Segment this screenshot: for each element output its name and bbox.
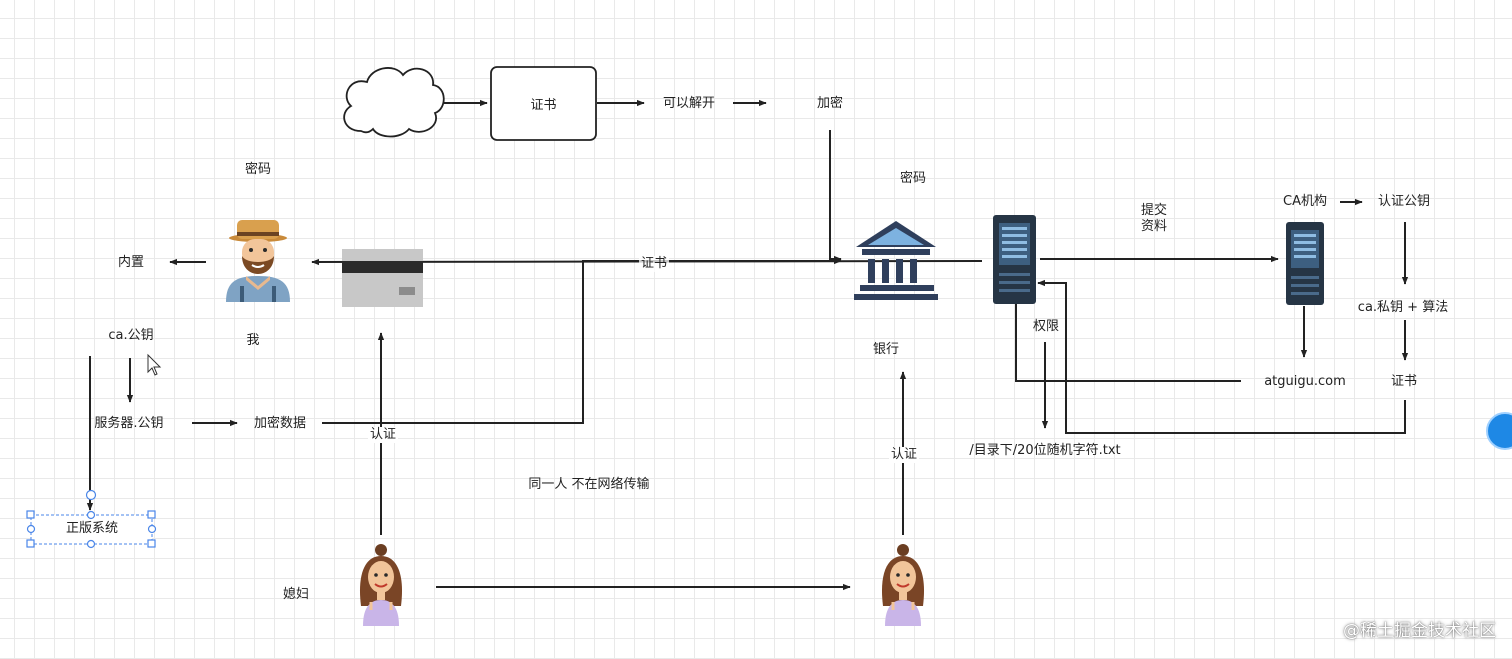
atguigu-label: atguigu.com	[1264, 374, 1346, 389]
wife-label: 媳妇	[282, 587, 310, 602]
ca-public-key-label: ca.公钥	[108, 328, 154, 343]
cursor-icon	[147, 353, 162, 376]
floating-action-button[interactable]	[1486, 412, 1512, 450]
password-bank-label: 密码	[899, 171, 927, 186]
watermark: @稀土掘金技术社区	[1343, 621, 1496, 641]
server-public-key-label: 服务器.公钥	[94, 416, 164, 431]
connectors	[86, 99, 1409, 591]
permission-label: 权限	[1032, 319, 1060, 334]
woman-icon-right	[881, 544, 925, 626]
bank-label: 银行	[872, 342, 900, 357]
edge-atguigu-to-server	[1012, 282, 1241, 382]
submit-materials-line1: 提交	[1140, 203, 1168, 218]
encrypted-data-label: 加密数据	[253, 416, 307, 431]
auth-right-label: 认证	[888, 447, 920, 463]
ca-org-label: CA机构	[1283, 194, 1327, 209]
ca-server-icon[interactable]	[1286, 222, 1324, 305]
genuine-system-selection[interactable]	[26, 489, 157, 549]
submit-materials-label: 提交 资料	[1141, 203, 1167, 234]
woman-icon	[359, 544, 403, 626]
password-left-label: 密码	[244, 162, 272, 177]
me-label: 我	[246, 333, 260, 348]
same-person-label: 同一人 不在网络传输	[528, 477, 650, 492]
auth-left-label: 认证	[367, 427, 399, 443]
submit-materials-line2: 资料	[1140, 218, 1168, 234]
genuine-system-label[interactable]: 正版系统	[65, 521, 119, 536]
certificate-right-label: 证书	[1390, 374, 1418, 389]
bank-card-icon	[342, 249, 423, 307]
builtin-label: 内置	[117, 255, 145, 270]
encrypt-top-label: 加密	[816, 96, 844, 111]
edge-encrypt-down	[829, 130, 842, 263]
certificate-box[interactable]	[490, 66, 597, 141]
man-icon	[226, 220, 290, 302]
can-decrypt-label: 可以解开	[662, 96, 716, 111]
bank-icon[interactable]	[854, 221, 938, 300]
cloud-icon[interactable]	[343, 67, 445, 138]
certificate-line-label: 证书	[638, 256, 670, 272]
server-icon[interactable]	[993, 215, 1036, 304]
auth-public-key-label: 认证公钥	[1377, 194, 1431, 209]
certificate-box-label: 证书	[530, 98, 557, 113]
edge-encrypted-data-to-bank	[322, 257, 842, 424]
ca-private-key-algo-label: ca.私钥 + 算法	[1357, 300, 1449, 315]
random-file-label: /目录下/20位随机字符.txt	[969, 443, 1121, 458]
edge-certificate-to-server	[1037, 279, 1406, 434]
